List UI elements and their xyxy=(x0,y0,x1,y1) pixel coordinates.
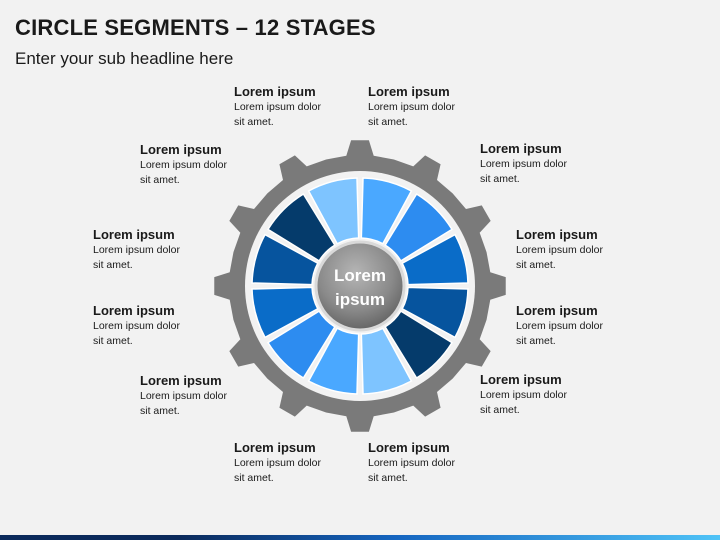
stage-label-body-line: sit amet. xyxy=(516,259,556,271)
stage-label-body-line: sit amet. xyxy=(234,472,274,484)
stage-label-body-line: Lorem ipsum dolor xyxy=(93,244,180,256)
stage-label-11: Lorem ipsum Lorem ipsum dolor sit amet. xyxy=(140,141,250,188)
center-hub: Lorem ipsum xyxy=(314,240,406,332)
stage-label-body-line: sit amet. xyxy=(93,335,133,347)
page-title: CIRCLE SEGMENTS – 12 STAGES xyxy=(15,15,376,40)
footer-accent-bar xyxy=(0,535,720,540)
segment-8 xyxy=(266,310,336,380)
stage-label-body-line: sit amet. xyxy=(140,174,180,186)
segment-1 xyxy=(360,177,413,245)
stage-label-heading: Lorem ipsum xyxy=(234,84,316,99)
stage-label-heading: Lorem ipsum xyxy=(93,227,175,242)
segment-7 xyxy=(307,327,360,395)
segment-4 xyxy=(401,286,469,339)
stage-label-body-line: sit amet. xyxy=(140,405,180,417)
stage-label-heading: Lorem ipsum xyxy=(140,373,222,388)
stage-label-body-line: sit amet. xyxy=(234,116,274,128)
stage-label-heading: Lorem ipsum xyxy=(516,303,598,318)
stage-label-7: Lorem ipsum Lorem ipsum dolor sit amet. xyxy=(234,439,344,486)
stage-label-body-line: sit amet. xyxy=(93,259,133,271)
stage-label-heading: Lorem ipsum xyxy=(368,440,450,455)
center-hub-circle xyxy=(314,240,406,332)
stage-label-1: Lorem ipsum Lorem ipsum dolor sit amet. xyxy=(368,83,478,130)
stage-label-body-line: sit amet. xyxy=(480,404,520,416)
stage-label-heading: Lorem ipsum xyxy=(140,142,222,157)
segment-2 xyxy=(384,192,454,262)
stage-label-3: Lorem ipsum Lorem ipsum dolor sit amet. xyxy=(516,226,626,273)
stage-label-heading: Lorem ipsum xyxy=(93,303,175,318)
stage-label-body-line: Lorem ipsum dolor xyxy=(234,101,321,113)
stage-label-4: Lorem ipsum Lorem ipsum dolor sit amet. xyxy=(516,302,626,349)
segment-ring xyxy=(251,177,469,395)
stage-label-body-line: sit amet. xyxy=(368,472,408,484)
stage-label-body-line: Lorem ipsum dolor xyxy=(480,389,567,401)
stage-label-body-line: Lorem ipsum dolor xyxy=(368,457,455,469)
stage-label-9: Lorem ipsum Lorem ipsum dolor sit amet. xyxy=(93,302,203,349)
stage-label-body-line: Lorem ipsum dolor xyxy=(140,390,227,402)
center-label-line-1: Lorem xyxy=(334,266,386,285)
stage-label-body-line: sit amet. xyxy=(368,116,408,128)
stage-label-heading: Lorem ipsum xyxy=(480,372,562,387)
page-subtitle: Enter your sub headline here xyxy=(15,49,234,68)
stage-label-2: Lorem ipsum Lorem ipsum dolor sit amet. xyxy=(480,140,590,187)
segment-11 xyxy=(266,192,336,262)
segment-5 xyxy=(384,310,454,380)
segment-3 xyxy=(401,233,469,286)
stage-label-body-line: Lorem ipsum dolor xyxy=(516,244,603,256)
segment-9 xyxy=(251,286,319,339)
stage-label-body-line: sit amet. xyxy=(516,335,556,347)
stage-label-heading: Lorem ipsum xyxy=(234,440,316,455)
stage-label-body-line: Lorem ipsum dolor xyxy=(480,158,567,170)
stage-label-body-line: Lorem ipsum dolor xyxy=(516,320,603,332)
segment-12 xyxy=(307,177,360,245)
stage-label-body-line: sit amet. xyxy=(480,173,520,185)
stage-label-body-line: Lorem ipsum dolor xyxy=(368,101,455,113)
stage-label-body-line: Lorem ipsum dolor xyxy=(234,457,321,469)
center-label-line-2: ipsum xyxy=(335,290,385,309)
stage-label-5: Lorem ipsum Lorem ipsum dolor sit amet. xyxy=(480,371,590,418)
stage-label-heading: Lorem ipsum xyxy=(516,227,598,242)
segment-10 xyxy=(251,233,319,286)
stage-label-body-line: Lorem ipsum dolor xyxy=(93,320,180,332)
stage-label-heading: Lorem ipsum xyxy=(368,84,450,99)
stage-label-8: Lorem ipsum Lorem ipsum dolor sit amet. xyxy=(140,372,250,419)
stage-label-12: Lorem ipsum Lorem ipsum dolor sit amet. xyxy=(234,83,344,130)
stage-label-6: Lorem ipsum Lorem ipsum dolor sit amet. xyxy=(368,439,478,486)
stage-label-heading: Lorem ipsum xyxy=(480,141,562,156)
stage-label-10: Lorem ipsum Lorem ipsum dolor sit amet. xyxy=(93,226,203,273)
segment-6 xyxy=(360,327,413,395)
stage-label-body-line: Lorem ipsum dolor xyxy=(140,159,227,171)
